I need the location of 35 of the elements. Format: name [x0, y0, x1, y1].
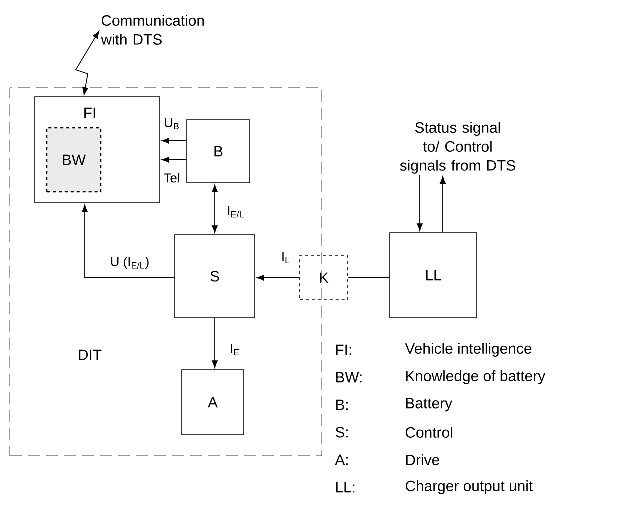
abbreviation-label: A: — [335, 454, 348, 466]
abbreviation-label: BW: — [336, 372, 362, 383]
edge-label: I$_{L}$ — [280, 251, 292, 264]
arrow — [82, 204, 176, 278]
connector-box: K — [300, 256, 348, 300]
arrow — [162, 138, 188, 144]
abbreviation-label: S: — [336, 427, 348, 438]
arrow — [212, 184, 218, 234]
arrow — [440, 176, 446, 234]
definition-label: Knowledge of battery — [406, 370, 546, 384]
block-box: A — [182, 370, 244, 436]
definition-label: Vehicle intelligence — [405, 343, 532, 357]
block-box: S — [174, 234, 256, 318]
arrow — [212, 318, 218, 368]
note-text: Communication with DTS — [101, 15, 204, 45]
arrow — [162, 157, 188, 163]
block-box: B — [186, 120, 250, 184]
edge-label: I$_{E/L}$ — [226, 205, 246, 219]
definition-label: Charger output unit — [406, 480, 533, 494]
abbreviation-label: B: — [336, 400, 348, 410]
abbreviation-label: FI: — [336, 344, 352, 356]
definition-label: Control — [406, 427, 452, 438]
edge-label: Tel — [162, 172, 182, 184]
abbreviation-label: LL: — [336, 482, 355, 493]
block-box: LL — [390, 232, 478, 318]
edge-label: U (I$_{E/L}$) — [109, 256, 151, 270]
arrow — [417, 174, 423, 232]
edge-label: U$_{B}$ — [163, 117, 181, 130]
arrow — [256, 275, 300, 281]
definition-label: Battery — [406, 398, 452, 412]
definition-label: Drive — [406, 454, 440, 466]
edge-label: I$_{E}$ — [228, 343, 242, 356]
note-text: Status signal to/ Control signals from DTS — [400, 122, 516, 174]
lightning-arrow — [75, 31, 100, 96]
sub-block-box: BW — [46, 127, 102, 193]
